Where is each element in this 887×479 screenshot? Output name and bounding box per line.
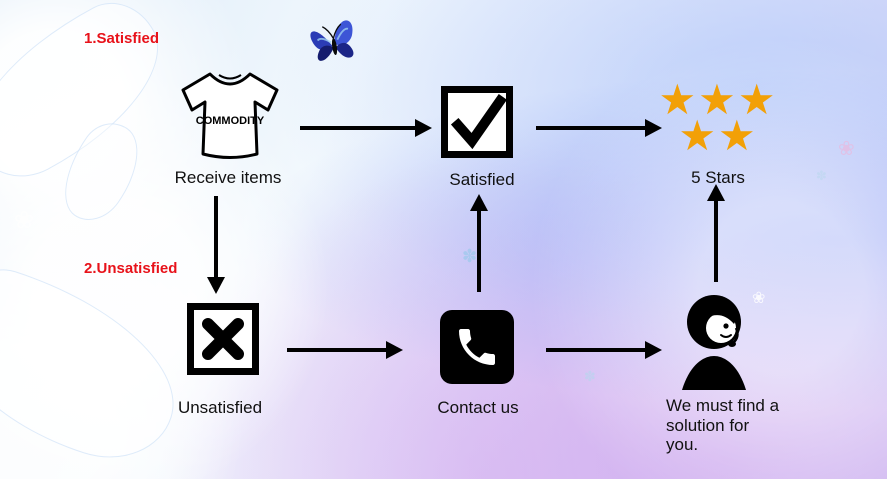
receive-items-label: Receive items <box>174 168 282 187</box>
commodity-shirt-text: COMMODITY <box>196 115 265 127</box>
arrow-receive-to-satisfied <box>300 119 432 137</box>
star-row-top: ★★★ <box>648 79 788 121</box>
small-flower-icon: ❀ <box>14 207 35 234</box>
butterfly-icon <box>310 20 354 61</box>
satisfied-checkbox-icon <box>441 86 513 158</box>
small-flower-icon: ❀ <box>838 138 855 160</box>
arrow-unsatisfied-to-contact <box>287 341 403 359</box>
commodity-shirt-icon: COMMODITY <box>181 72 279 159</box>
star-icon: ★ <box>718 111 758 159</box>
arrow-receive-to-unsatisfied <box>207 196 225 294</box>
unsatisfied-x-icon <box>187 303 259 375</box>
star-row-bottom: ★★ <box>648 114 788 156</box>
arrow-agent-to-stars <box>707 184 725 282</box>
satisfied-label: Satisfied <box>449 170 515 189</box>
contact-us-label: Contact us <box>437 398 519 417</box>
flower-petal-decoration <box>0 256 200 476</box>
star-icon: ★ <box>678 111 718 159</box>
five-stars-label: 5 Stars <box>691 168 745 187</box>
small-flower-icon: ✽ <box>462 246 478 266</box>
five-stars-icon: ★★★ ★★ <box>648 79 788 157</box>
small-flower-icon: ❀ <box>752 290 766 307</box>
branch-label-satisfied: 1.Satisfied <box>84 30 160 47</box>
star-icon: ★ <box>698 76 738 123</box>
branch-label-unsatisfied: 2.Unsatisfied <box>84 260 178 277</box>
small-flower-icon: ✽ <box>816 168 827 183</box>
unsatisfied-label: Unsatisfied <box>177 398 263 417</box>
star-icon: ★ <box>658 76 699 123</box>
arrow-contact-to-satisfied <box>470 194 488 292</box>
small-flower-icon: ✽ <box>584 368 596 384</box>
star-icon: ★ <box>737 76 778 123</box>
contact-phone-icon <box>440 310 514 384</box>
support-agent-icon <box>682 295 746 390</box>
solution-label: We must find a solution for you. <box>666 396 780 455</box>
arrow-satisfied-to-stars <box>536 119 662 137</box>
arrow-contact-to-agent <box>546 341 662 359</box>
